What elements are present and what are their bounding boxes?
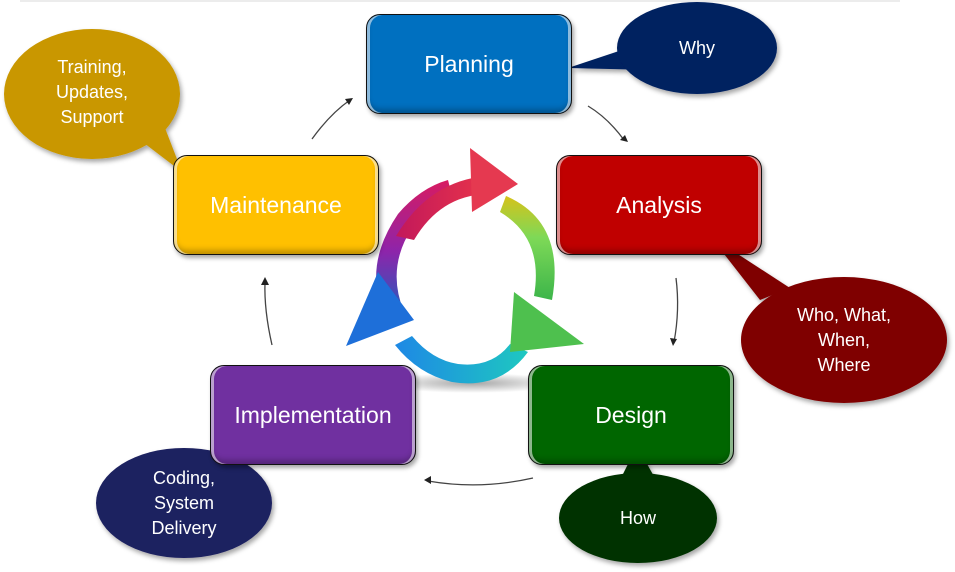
connector-arrows [261,98,679,486]
phase-box-maintenance[interactable]: Maintenance [173,155,379,255]
bubble-why-shape [568,2,777,94]
arrow-maintenance-to-planning [311,99,351,140]
bubble-why-text: Why [679,37,715,58]
arrow-planning-to-analysis [587,105,625,141]
phase-label-analysis: Analysis [616,191,702,218]
bubble-maintenance: Training, Updates, Support [12,52,172,132]
bubble-maintenance-line: Updates, [55,81,129,102]
phase-box-implementation[interactable]: Implementation [210,365,416,465]
top-divider [20,0,900,2]
arrow-design-to-implementation [427,477,534,486]
phase-label-implementation: Implementation [234,401,392,428]
phase-label-planning: Planning [424,50,514,77]
bubble-why: Why [627,28,767,68]
phase-box-planning[interactable]: Planning [366,14,572,114]
bubble-implementation: Coding, System Delivery [104,463,264,543]
arrowhead-icon [424,476,431,484]
bubble-maintenance-shape [4,29,182,172]
bubble-maintenance-line: Training, [57,56,127,77]
bubble-implementation-line: System [153,492,214,513]
bubble-design-text: How [619,507,656,528]
bubble-implementation-line: Delivery [151,517,217,538]
phase-label-design: Design [595,401,667,428]
phase-label-maintenance: Maintenance [210,191,342,218]
arrow-implementation-to-maintenance [264,281,273,346]
phase-box-analysis[interactable]: Analysis [556,155,762,255]
phase-box-design[interactable]: Design [528,365,734,465]
bubble-analysis-line: When, [817,329,871,350]
arrowhead-icon [620,135,628,142]
bubble-maintenance-line: Support [60,106,124,127]
bubble-analysis-line: Who, What, [796,304,892,325]
bubble-design: How [578,498,698,538]
cycle-arrows-icon [346,148,584,393]
bubble-analysis-line: Where [817,354,871,375]
bubble-implementation-line: Coding, [152,467,216,488]
arrowhead-icon [261,277,269,285]
arrowhead-icon [345,98,353,105]
arrowhead-icon [670,338,677,346]
arrow-analysis-to-design [673,277,679,343]
bubble-analysis: Who, What, When, Where [754,300,934,380]
